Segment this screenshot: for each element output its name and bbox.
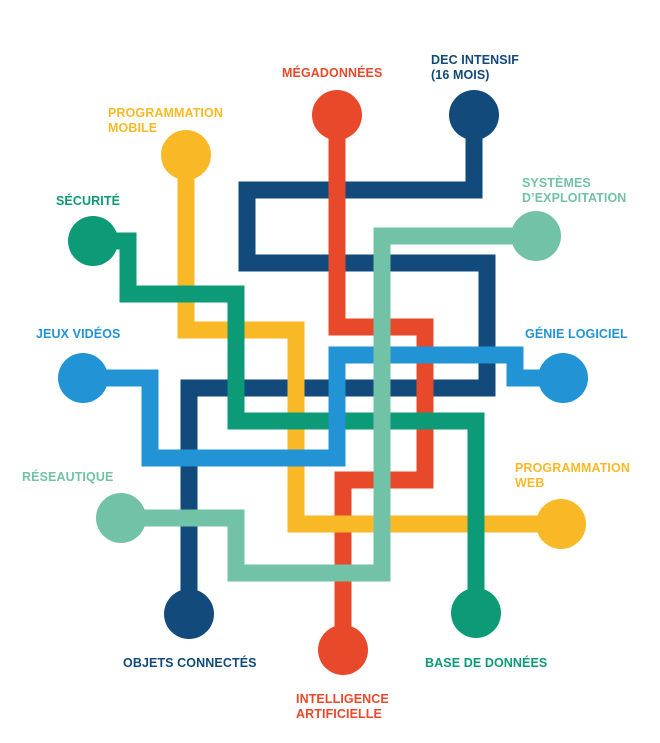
node-programmation-mobile bbox=[161, 130, 211, 180]
node-genie-logiciel bbox=[538, 353, 588, 403]
node-jeux-videos bbox=[58, 353, 108, 403]
label-line: SYSTÈMES bbox=[522, 176, 591, 190]
label-line: ARTIFICIELLE bbox=[296, 707, 382, 721]
label-line: (16 MOIS) bbox=[431, 68, 490, 82]
node-base-de-donnees bbox=[451, 588, 501, 638]
node-megadonnees bbox=[312, 90, 362, 140]
label-line: OBJETS CONNECTÉS bbox=[123, 656, 257, 670]
label-line: PROGRAMMATION bbox=[515, 461, 630, 475]
label-line: MOBILE bbox=[108, 121, 158, 135]
line-jeux-videos bbox=[83, 346, 563, 467]
node-reseautique bbox=[96, 493, 146, 543]
connection-securite-to-base-de-donnees bbox=[68, 216, 501, 638]
label-line: DEC INTENSIF bbox=[431, 53, 520, 67]
label-objets-connectes: OBJETS CONNECTÉS bbox=[123, 656, 257, 671]
node-dec-intensif bbox=[449, 90, 499, 140]
node-systemes-exploitation bbox=[511, 211, 561, 261]
label-line: SÉCURITÉ bbox=[56, 194, 121, 208]
label-line: RÉSEAUTIQUE bbox=[22, 470, 114, 484]
label-securite: SÉCURITÉ bbox=[56, 194, 120, 209]
connection-systemes-exploitation-to-reseautique bbox=[96, 211, 561, 582]
label-line: JEUX VIDÉOS bbox=[36, 327, 121, 341]
label-line: BASE DE DONNÉES bbox=[425, 656, 548, 670]
label-megadonnees: MÉGADONNÉES bbox=[282, 66, 382, 81]
label-line: INTELLIGENCE bbox=[296, 692, 389, 706]
label-reseautique: RÉSEAUTIQUE bbox=[22, 470, 113, 485]
connection-jeux-videos-to-genie-logiciel bbox=[58, 346, 588, 467]
node-objets-connectes bbox=[164, 589, 214, 639]
node-intelligence-artificielle bbox=[318, 625, 368, 675]
line-megadonnees bbox=[328, 115, 434, 650]
node-securite bbox=[68, 216, 118, 266]
label-dec-intensif: DEC INTENSIF(16 MOIS) bbox=[431, 53, 519, 83]
label-genie-logiciel: GÉNIE LOGICIEL bbox=[525, 327, 628, 342]
label-line: D’EXPLOITATION bbox=[522, 191, 627, 205]
label-line: WEB bbox=[515, 476, 545, 490]
node-programmation-web bbox=[536, 499, 586, 549]
label-line: PROGRAMMATION bbox=[108, 106, 223, 120]
label-line: MÉGADONNÉES bbox=[282, 66, 383, 80]
label-jeux-videos: JEUX VIDÉOS bbox=[36, 327, 120, 342]
label-base-de-donnees: BASE DE DONNÉES bbox=[425, 656, 547, 671]
line-securite bbox=[93, 232, 485, 613]
line-systemes-exploitation bbox=[121, 227, 536, 582]
label-line: GÉNIE LOGICIEL bbox=[525, 327, 628, 341]
connection-megadonnees-to-intelligence-artificielle bbox=[312, 90, 434, 675]
